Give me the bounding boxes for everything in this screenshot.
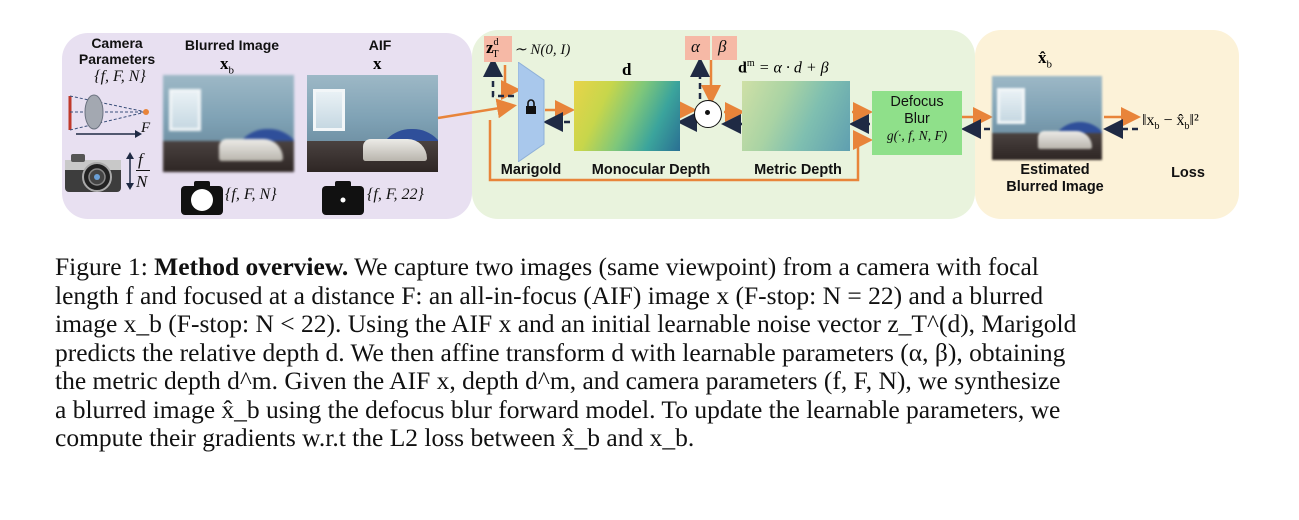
estimated-blurred-image — [992, 76, 1102, 160]
marigold-label: Marigold — [500, 162, 562, 178]
blurred-image — [163, 75, 294, 172]
camera-icon — [65, 154, 121, 192]
loss-expression: ‖xb − x̂b‖² — [1142, 112, 1199, 133]
noise-distribution: ∼ N(0, I) — [514, 42, 571, 58]
defocus-blur-function: g(·, f, N, F) — [886, 128, 948, 143]
aif-title: AIF — [368, 37, 392, 53]
metric-depth-equation: dm = α · d + β — [738, 58, 829, 77]
caption-line-4: predicts the relative depth d. We then a… — [55, 337, 1066, 367]
lens-diagram-icon — [68, 94, 149, 138]
figure-caption: Figure 1: Method overview. We capture tw… — [55, 252, 1245, 453]
aif-params: {f, F, 22} — [367, 186, 424, 203]
aif-symbol: x — [373, 54, 382, 73]
blurred-image-symbol: xb — [220, 54, 234, 77]
estimated-symbol: x̂b — [1038, 48, 1052, 71]
alpha-symbol: α — [691, 37, 700, 56]
caption-line-7: compute their gradients w.r.t the L2 los… — [55, 423, 695, 452]
pipeline-arrows — [437, 57, 1141, 182]
metric-depth-map — [742, 81, 850, 151]
arrow-grad-noise — [483, 57, 514, 98]
defocus-blur-box: Defocus Blur g(·, f, N, F) — [872, 91, 962, 155]
metric-depth-label: Metric Depth — [754, 162, 842, 178]
arrow-aif-marigold — [437, 98, 517, 120]
aperture-f: f — [138, 150, 143, 169]
depth-symbol: d — [622, 60, 632, 79]
caption-line-5: the metric depth d^m. Given the AIF x, d… — [55, 366, 1061, 395]
beta-symbol: β — [718, 37, 727, 56]
caption-line-2: length f and focused at a distance F: an… — [55, 280, 1044, 310]
caption-line-6: a blurred image x̂_b using the defocus b… — [55, 394, 1061, 424]
caption-line-1: Figure 1: Method overview. We capture tw… — [55, 252, 1039, 281]
aperture-N: N — [136, 172, 148, 191]
beta-param-box — [712, 36, 737, 60]
fraction-bar — [136, 170, 150, 171]
defocus-blur-title: Defocus Blur — [890, 94, 944, 127]
estimated-label: Estimated Blurred Image — [1006, 162, 1104, 195]
lens-label-F: F — [141, 120, 151, 136]
arrow-noise-marigold — [501, 65, 521, 100]
product-dot — [705, 110, 710, 115]
marigold-model-icon — [518, 62, 545, 162]
updown-arrow-icon — [126, 152, 134, 190]
camera-params-title: Camera Parameters — [78, 35, 156, 67]
monocular-depth-map — [574, 81, 680, 151]
camera-params-set: {f, F, N} — [94, 68, 146, 85]
monocular-depth-label: Monocular Depth — [591, 162, 711, 178]
noise-param-box — [484, 36, 512, 62]
camera-aperture-wide-icon — [181, 181, 223, 215]
caption-line-3: image x_b (F-stop: N < 22). Using the AI… — [55, 309, 1077, 338]
loss-label: Loss — [1171, 165, 1205, 181]
camera-aperture-narrow-icon — [322, 181, 364, 215]
noise-vector-label: zdT — [486, 37, 499, 60]
blurred-image-params: {f, F, N} — [225, 186, 277, 203]
aif-image — [307, 75, 438, 172]
blurred-image-title: Blurred Image — [184, 37, 280, 53]
alpha-param-box — [685, 36, 710, 60]
